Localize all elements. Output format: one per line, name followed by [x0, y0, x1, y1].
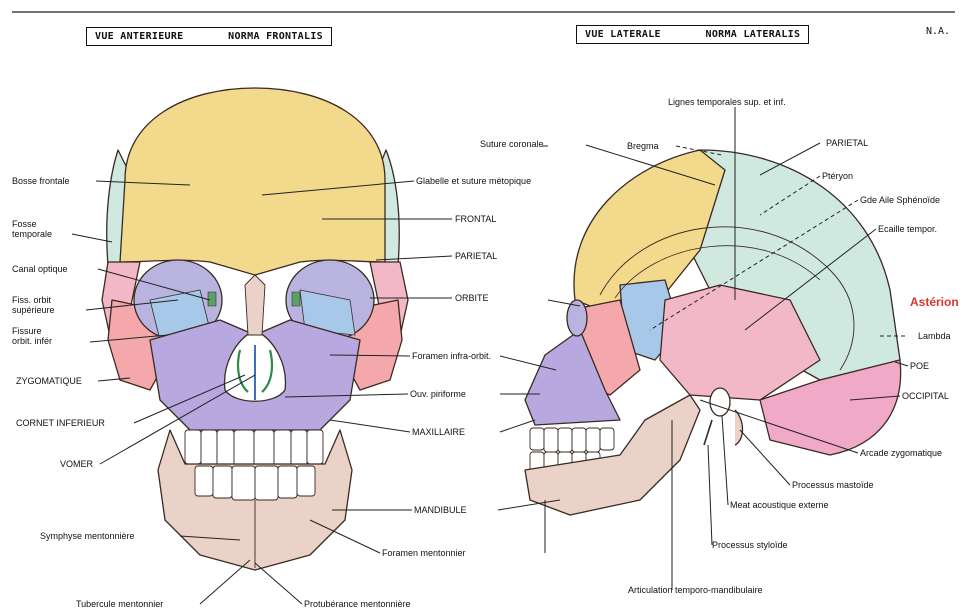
external-acoustic-meatus — [710, 388, 730, 416]
styloid-process — [704, 420, 712, 445]
label-parietal-lateral: PARIETAL — [826, 138, 868, 148]
label-symphyse: Symphyse mentonnière — [40, 531, 135, 541]
label-gde-aile: Gde Aile Sphénoïde — [860, 195, 940, 205]
label-zygomatique: ZYGOMATIQUE — [16, 376, 82, 386]
label-fissure-orbit-inf: Fissure orbit. infér — [12, 326, 52, 346]
lower-teeth — [195, 466, 315, 500]
lateral-view-title-la: NORMA LATERALIS — [706, 29, 801, 40]
label-ecaille: Ecaille tempor. — [878, 224, 937, 234]
label-pteryon: Ptéryon — [822, 171, 853, 181]
label-processus-mastoide: Processus mastoïde — [792, 480, 874, 490]
label-bosse-frontale: Bosse frontale — [12, 176, 70, 186]
optic-canal-right — [292, 292, 300, 306]
label-fosse-temporale: Fosse temporale — [12, 219, 52, 239]
label-occipital: OCCIPITAL — [902, 391, 949, 401]
label-cornet-inferieur: CORNET INFERIEUR — [16, 418, 105, 428]
frontal-bone — [120, 88, 385, 275]
label-protuberance: Protubérance mentonnière — [304, 599, 411, 609]
label-mandibule: MANDIBULE — [414, 505, 467, 515]
label-bregma: Bregma — [627, 141, 659, 151]
lateral-view-title: VUE LATERALE NORMA LATERALIS — [576, 25, 809, 44]
frontal-view-title-la: NORMA FRONTALIS — [228, 31, 323, 42]
author-initials: N.A. — [926, 26, 950, 37]
skull-lateral-view — [525, 150, 901, 515]
label-vomer: VOMER — [60, 459, 93, 469]
frontal-view-title-fr: VUE ANTERIEURE — [95, 31, 184, 42]
label-fiss-orbit-sup: Fiss. orbit supérieure — [12, 295, 55, 315]
label-ouv-piriforme: Ouv. piriforme — [410, 389, 466, 399]
label-articulation-tm: Articulation temporo-mandibulaire — [628, 585, 763, 595]
label-processus-styloide: Processus styloïde — [712, 540, 788, 550]
skull-frontal-view — [102, 88, 408, 570]
label-poe: POE — [910, 361, 929, 371]
label-canal-optique: Canal optique — [12, 264, 68, 274]
label-asterion: Astérion — [910, 297, 959, 307]
label-meat-acoustique: Meat acoustique externe — [730, 500, 829, 510]
mastoid-process — [735, 410, 743, 445]
label-frontal: FRONTAL — [455, 214, 496, 224]
label-lignes-temporales: Lignes temporales sup. et inf. — [668, 97, 786, 107]
label-tubercule: Tubercule mentonnier — [76, 599, 163, 609]
label-foramen-infra: Foramen infra-orbit. — [412, 351, 491, 361]
label-arcade-zygomatique: Arcade zygomatique — [860, 448, 942, 458]
label-foramen-mentonnier: Foramen mentonnier — [382, 548, 466, 558]
label-parietal-frontal-view: PARIETAL — [455, 251, 497, 261]
label-orbite: ORBITE — [455, 293, 489, 303]
label-glabelle: Glabelle et suture métopique — [416, 176, 531, 186]
nasal-bones — [245, 275, 265, 335]
label-maxillaire: MAXILLAIRE — [412, 427, 465, 437]
lateral-view-title-fr: VUE LATERALE — [585, 29, 661, 40]
frontal-view-title: VUE ANTERIEURE NORMA FRONTALIS — [86, 27, 332, 46]
label-suture-coronale: Suture coronale — [480, 139, 544, 149]
label-lambda: Lambda — [918, 331, 951, 341]
optic-canal-left — [208, 292, 216, 306]
